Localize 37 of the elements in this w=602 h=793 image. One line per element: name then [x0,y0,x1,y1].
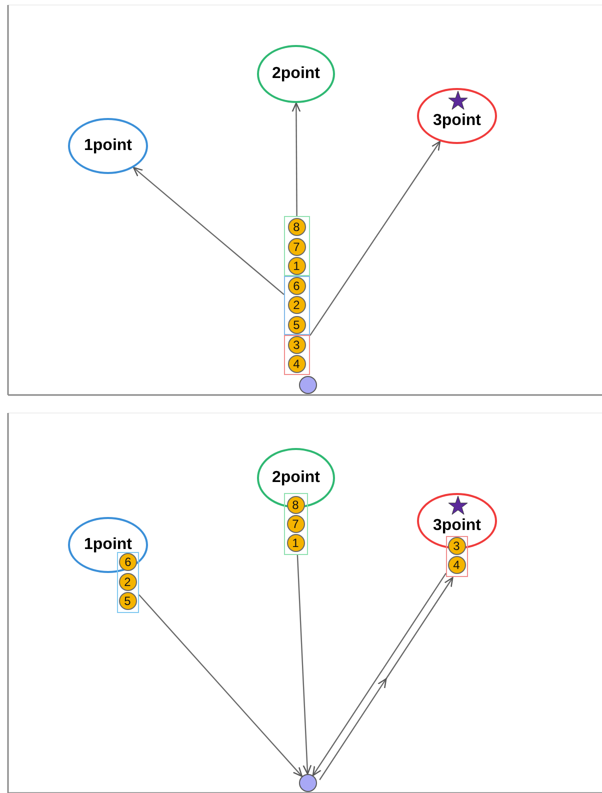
number-badge: 5 [288,316,306,334]
node-label: 3point [433,112,481,130]
ellipse-node [417,88,497,144]
arrow [138,594,303,777]
number-badge: 1 [286,534,304,552]
node-label: 1point [84,536,132,554]
number-badge: 2 [118,572,136,590]
arrow [292,102,301,216]
group-box [284,493,308,555]
number-badge: 8 [286,496,304,514]
ellipse-node [68,118,148,174]
arrow [310,140,441,336]
group-box [284,335,310,375]
number-badge: 3 [288,336,306,354]
arrow [296,554,312,775]
node-label: 1point [84,137,132,155]
number-badge: 5 [118,592,136,610]
ellipse-node [257,45,335,103]
number-badge: 2 [288,296,306,314]
number-badge: 8 [288,218,306,236]
node-label: 2point [272,65,320,83]
arrow [132,166,284,295]
number-badge: 4 [448,556,466,574]
number-badge: 3 [448,536,466,554]
number-badge: 4 [288,354,306,372]
number-badge: 6 [119,553,137,571]
circle-node [299,376,317,394]
number-badge: 7 [286,514,304,532]
number-badge: 1 [288,256,306,274]
node-label: 3point [433,517,481,535]
number-badge: 6 [288,276,306,294]
node-label: 2point [272,469,320,487]
group-box [446,536,468,577]
circle-node [299,774,317,792]
number-badge: 7 [288,238,306,256]
group-box [284,276,310,335]
group-box [284,216,310,276]
